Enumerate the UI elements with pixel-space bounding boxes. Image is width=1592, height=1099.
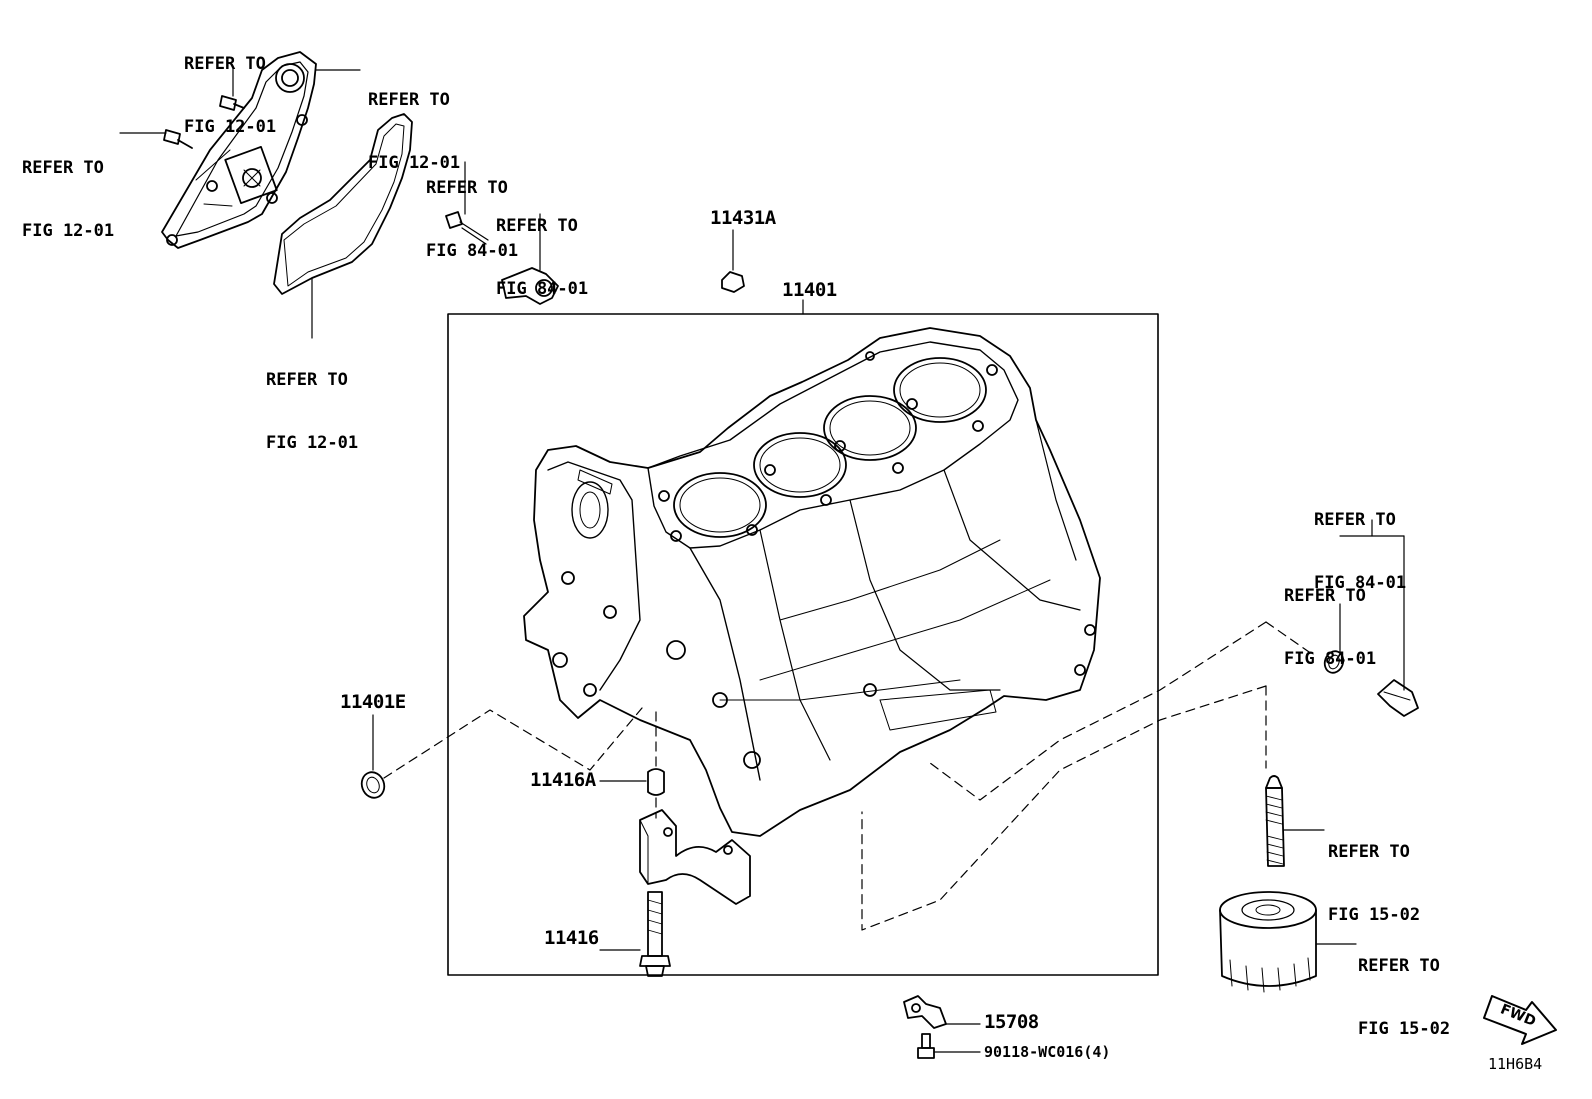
oil-filter-stud[interactable] (1265, 775, 1325, 867)
part-15708[interactable] (903, 995, 981, 1029)
ref-line2: FIG 84-01 (1284, 649, 1377, 669)
ref-housing-bolt-top[interactable]: REFER TO FIG 12-01 (184, 12, 276, 159)
housing-bolt-top[interactable] (219, 65, 245, 111)
ref-line1: REFER TO (426, 178, 508, 198)
ref-housing-bolt-left[interactable]: REFER TO FIG 12-01 (22, 116, 114, 263)
water-pump-gasket[interactable] (273, 113, 413, 339)
ref-knock-bolt[interactable]: REFER TO FIG 84-01 (426, 136, 518, 283)
ref-line1: REFER TO (1328, 842, 1410, 862)
cylinder-block-11401[interactable] (447, 299, 1159, 976)
ref-gasket[interactable]: REFER TO FIG 12-01 (266, 328, 358, 475)
ref-line2: FIG 15-02 (1328, 905, 1421, 925)
part-number-11401[interactable]: 11401 (782, 279, 837, 301)
ref-line2: FIG 84-01 (496, 279, 589, 299)
bolt-90118[interactable] (917, 1033, 981, 1059)
ref-line2: FIG 84-01 (1314, 573, 1407, 593)
dashed-leaders (383, 621, 1313, 931)
ref-line1: REFER TO (1358, 956, 1440, 976)
part-number-15708[interactable]: 15708 (984, 1011, 1039, 1033)
part-number-11416A[interactable]: 11416A (530, 769, 596, 791)
part-number-11431A[interactable]: 11431A (710, 207, 776, 229)
ref-line1: REFER TO (1284, 586, 1366, 606)
ref-line2: FIG 12-01 (266, 433, 359, 453)
housing-bolt-left[interactable] (119, 129, 193, 149)
ref-line2: FIG 12-01 (22, 221, 115, 241)
part-number-11416[interactable]: 11416 (544, 927, 599, 949)
ref-housing[interactable]: REFER TO FIG 12-01 (368, 48, 460, 195)
ref-oil-filter[interactable]: REFER TO FIG 15-02 (1358, 914, 1450, 1061)
ref-line2: FIG 12-01 (368, 153, 461, 173)
bolt-11416[interactable] (599, 891, 671, 977)
temp-sensor[interactable] (1339, 519, 1419, 717)
ref-line2: FIG 12-01 (184, 117, 277, 137)
ref-line1: REFER TO (496, 216, 578, 236)
fwd-arrow-icon (1483, 995, 1557, 1045)
dowel-11416A[interactable] (599, 768, 665, 796)
part-number-90118[interactable]: 90118-WC016(4) (984, 1043, 1111, 1061)
ref-line2: FIG 15-02 (1358, 1019, 1451, 1039)
part-number-11401E[interactable]: 11401E (340, 691, 406, 713)
ref-line1: REFER TO (1314, 510, 1396, 530)
plug-11431A[interactable] (721, 229, 745, 293)
ref-sensor-oring[interactable]: REFER TO FIG 84-01 (1284, 544, 1376, 691)
sensor-oring[interactable] (1322, 603, 1346, 675)
ref-line1: REFER TO (22, 158, 104, 178)
figure-code: 11H6B4 (1488, 1055, 1543, 1073)
knock-sensor-bolt[interactable] (445, 161, 489, 245)
ref-line1: REFER TO (266, 370, 348, 390)
ref-oil-filter-stud[interactable]: REFER TO FIG 15-02 (1328, 800, 1420, 947)
ref-temp-sensor[interactable]: REFER TO FIG 84-01 (1314, 468, 1406, 615)
oil-filter[interactable] (1219, 891, 1357, 993)
ref-line1: REFER TO (184, 54, 266, 74)
ref-line1: REFER TO (368, 90, 450, 110)
water-pump-housing[interactable] (161, 51, 317, 249)
ref-line2: FIG 84-01 (426, 241, 519, 261)
ref-knock-sensor[interactable]: REFER TO FIG 84-01 (496, 174, 588, 321)
oring-11401E[interactable] (358, 714, 388, 801)
knock-sensor[interactable] (501, 213, 559, 305)
bearing-cap[interactable] (639, 809, 751, 905)
